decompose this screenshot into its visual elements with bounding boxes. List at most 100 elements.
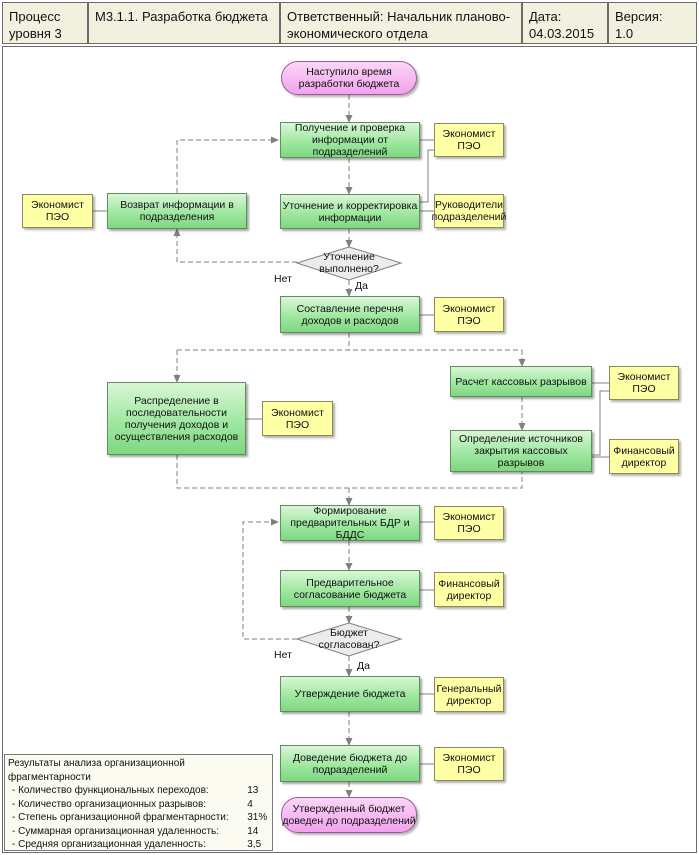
role-r11-line2: ПЭО [457,764,481,776]
flow-merge [176,455,523,489]
decision-clarify-text: Уточнение выполнено? [300,251,398,275]
start-event-line1: Наступило время [306,66,392,78]
task-deliver-budget[interactable]: Доведение бюджета до подразделений [280,745,420,782]
header-level-line1: Процесс [9,9,61,24]
task-agree-line1: Предварительное [306,576,394,589]
results-row-value: 13 [247,785,259,796]
task-distribute[interactable]: Распределение в последовательности получ… [107,382,246,455]
decision-approval-line1: Бюджет [330,627,368,639]
role-economist-distribute[interactable]: Экономист ПЭО [262,401,333,436]
role-finance-director-1[interactable]: Финансовый директор [609,439,679,474]
decision-clarify-line2: выполнено? [319,263,379,275]
label-yes-1: Да [355,280,368,292]
role-economist-return[interactable]: Экономист ПЭО [22,194,93,228]
task-distribute-line3: получения доходов и [124,418,229,431]
role-r8-line2: ПЭО [457,523,481,535]
results-row: - Средняя организационная удаленность: 3… [8,838,269,852]
task-cash-gaps[interactable]: Расчет кассовых разрывов [450,366,592,397]
task-prelim-budgets[interactable]: Формирование предварительных БДР и БДДС [280,505,420,541]
role-r9-line1: Финансовый [438,577,500,590]
role-r6-line2: ПЭО [632,383,656,395]
role-general-director[interactable]: Генеральный директор [434,677,504,712]
header-version-cell: Версия: 1.0 [608,2,697,44]
task-compose-line1: Составление перечня [296,302,404,315]
results-row: - Количество функциональных переходов: 1… [8,784,269,798]
task-clarify-line2: информации [318,211,382,224]
task-sources-line3: разрывов [497,457,545,469]
task-sources-line1: Определение источников [459,433,583,445]
assoc-clarify-r1 [420,149,434,203]
header-version-label: Версия: [615,9,663,24]
task-prelim-agreement[interactable]: Предварительное согласование бюджета [280,570,420,607]
role-economist-prelim[interactable]: Экономист ПЭО [434,506,504,540]
role-r2-line2: подразделений [431,211,507,223]
role-r7-line1: Финансовый [613,444,675,457]
task-receive-info[interactable]: Получение и проверка информации от подра… [280,122,420,158]
decision-approval-text: Бюджет согласован? [300,627,398,651]
task-agree-line2: согласование бюджета [293,588,407,601]
role-r10-line1: Генеральный [436,682,502,695]
task-approve-budget[interactable]: Утверждение бюджета [280,676,420,712]
role-r9-line2: директор [446,589,492,602]
results-title: Результаты анализа организационной фрагм… [8,758,185,783]
results-row-label: - Степень организационной фрагментарност… [12,812,229,823]
results-row-label: - Средняя организационная удаленность: [12,839,206,850]
flow-compose-split [177,333,522,351]
task-distribute-line1: Распределение в [134,394,219,407]
task-gaps-line1: Расчет кассовых разрывов [455,375,587,388]
role-r8-line1: Экономист [442,511,496,523]
results-row: - Степень организационной фрагментарност… [8,811,269,825]
results-row-label: - Количество функциональных переходов: [12,785,209,796]
results-row-label: - Количество организационных разрывов: [12,798,207,810]
results-row-label: - Суммарная организационная удаленность: [12,825,220,837]
role-r3-line1: Экономист [31,199,84,211]
results-row-value: 31% [247,812,268,823]
role-economist-compose[interactable]: Экономист ПЭО [434,297,504,332]
flow-return-receive [176,136,279,193]
role-r6-line1: Экономист [617,371,671,383]
label-yes-2: Да [357,660,370,672]
task-prelim-line1: Формирование [313,505,387,517]
task-prelim-line2: предварительных БДР и [290,517,410,529]
assoc-sources-r5 [592,390,609,456]
header-responsible-line1: Ответственный: Начальник планово- [287,9,511,24]
task-receive-line3: подразделений [312,146,388,158]
task-approve-line1: Утверждение бюджета [294,688,406,700]
header-date-label: Дата: [529,9,562,24]
role-r10-line2: директор [446,694,492,707]
decision-clarify-shape [295,246,403,281]
role-economist-deliver[interactable]: Экономист ПЭО [434,747,504,781]
header-process-cell: М3.1.1. Разработка бюджета [88,2,280,44]
task-compose-line2: доходов и расходов [301,314,399,327]
task-distribute-line4: осуществления расходов [114,430,239,443]
task-deliver-line2: подразделений [312,763,388,776]
role-economist-gaps[interactable]: Экономист ПЭО [609,366,679,400]
task-receive-line1: Получение и проверка [294,122,406,134]
fragmentation-results: Результаты анализа организационной фрагм… [4,754,273,851]
results-row-value: 4 [247,798,253,810]
task-clarify-info[interactable]: Уточнение и корректировка информации [280,194,420,229]
role-r4-line2: ПЭО [457,314,481,327]
results-row: - Количество организационных разрывов: 4 [8,798,269,812]
decision-approval-shape [295,622,403,657]
task-return-info[interactable]: Возврат информации в подразделения [107,193,247,229]
header-version-value: 1.0 [615,26,634,41]
role-r4-line1: Экономист [442,302,496,315]
header-date-value: 04.03.2015 [529,26,595,41]
role-finance-director-2[interactable]: Финансовый директор [434,572,504,607]
header-level-cell: Процесс уровня 3 [2,2,88,44]
role-department-heads[interactable]: Руководители подразделений [431,194,507,228]
role-r5-line2: ПЭО [285,418,310,431]
decision-clarify-line1: Уточнение [323,251,375,263]
task-gap-sources[interactable]: Определение источников закрытия кассовых… [450,430,592,472]
task-compose-list[interactable]: Составление перечня доходов и расходов [280,296,420,333]
header-date-cell: Дата: 04.03.2015 [522,2,608,44]
task-return-line1: Возврат информации в [120,199,234,211]
role-r1-line1: Экономист [442,128,496,140]
role-economist-1[interactable]: Экономист ПЭО [434,123,504,157]
label-no-1: Нет [274,273,292,285]
header-process-title: М3.1.1. Разработка бюджета [95,9,268,24]
role-r11-line1: Экономист [442,752,496,764]
